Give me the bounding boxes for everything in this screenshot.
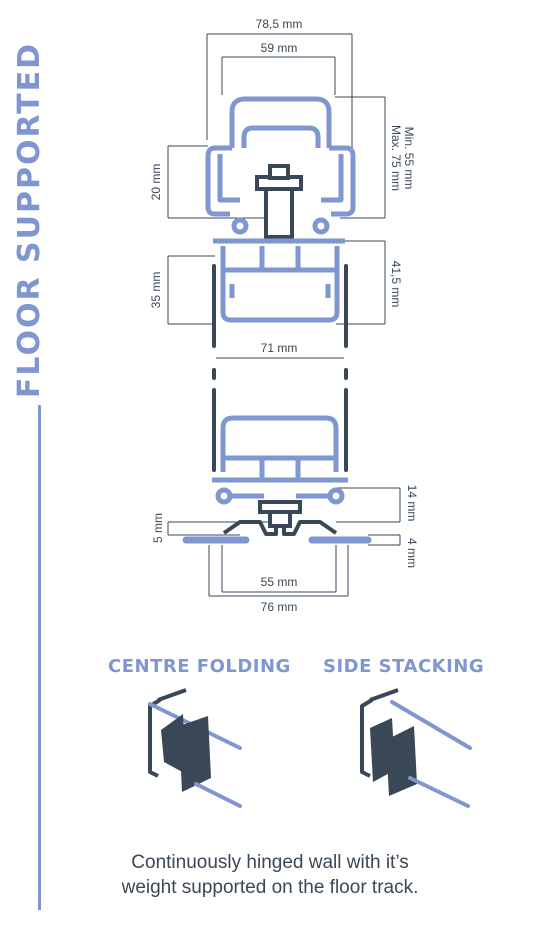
floor-track — [182, 520, 372, 544]
lower-panel-profile — [212, 415, 348, 505]
side-stacking-icon — [360, 688, 472, 808]
side-stacking-label: SIDE STACKING — [323, 656, 485, 677]
dim-top-outer: 78,5 mm — [256, 17, 303, 31]
dim-top-inner: 59 mm — [261, 41, 298, 55]
top-track-profile — [205, 96, 356, 235]
dim-track-outer: 76 mm — [261, 600, 298, 614]
centre-folding-icon — [148, 688, 242, 808]
caption-line-2: weight supported on the floor track. — [121, 877, 419, 898]
panel-edges — [212, 264, 348, 472]
side-divider-line — [38, 405, 41, 910]
centre-folding-label: CENTRE FOLDING — [108, 656, 291, 677]
dim-left-mid: 35 mm — [149, 272, 163, 309]
dim-right-mid: 41,5 mm — [389, 261, 403, 308]
dim-right-top-max: Max. 75 mm — [389, 125, 403, 191]
dim-track-inner: 55 mm — [261, 575, 298, 589]
caption: Continuously hinged wall with it’s weigh… — [0, 850, 540, 900]
dim-right-bottom: 14 mm — [405, 485, 419, 522]
caption-line-1: Continuously hinged wall with it’s — [131, 852, 409, 873]
top-hanger-bolt — [255, 164, 303, 239]
dim-left-top: 20 mm — [149, 164, 163, 201]
upper-panel-profile — [213, 238, 345, 323]
dim-right-top-min: Min. 55 mm — [402, 127, 416, 190]
dim-panel-gap: 71 mm — [261, 341, 298, 355]
dim-right-floor: 4 mm — [405, 538, 419, 568]
dim-left-bottom: 5 mm — [151, 513, 165, 543]
